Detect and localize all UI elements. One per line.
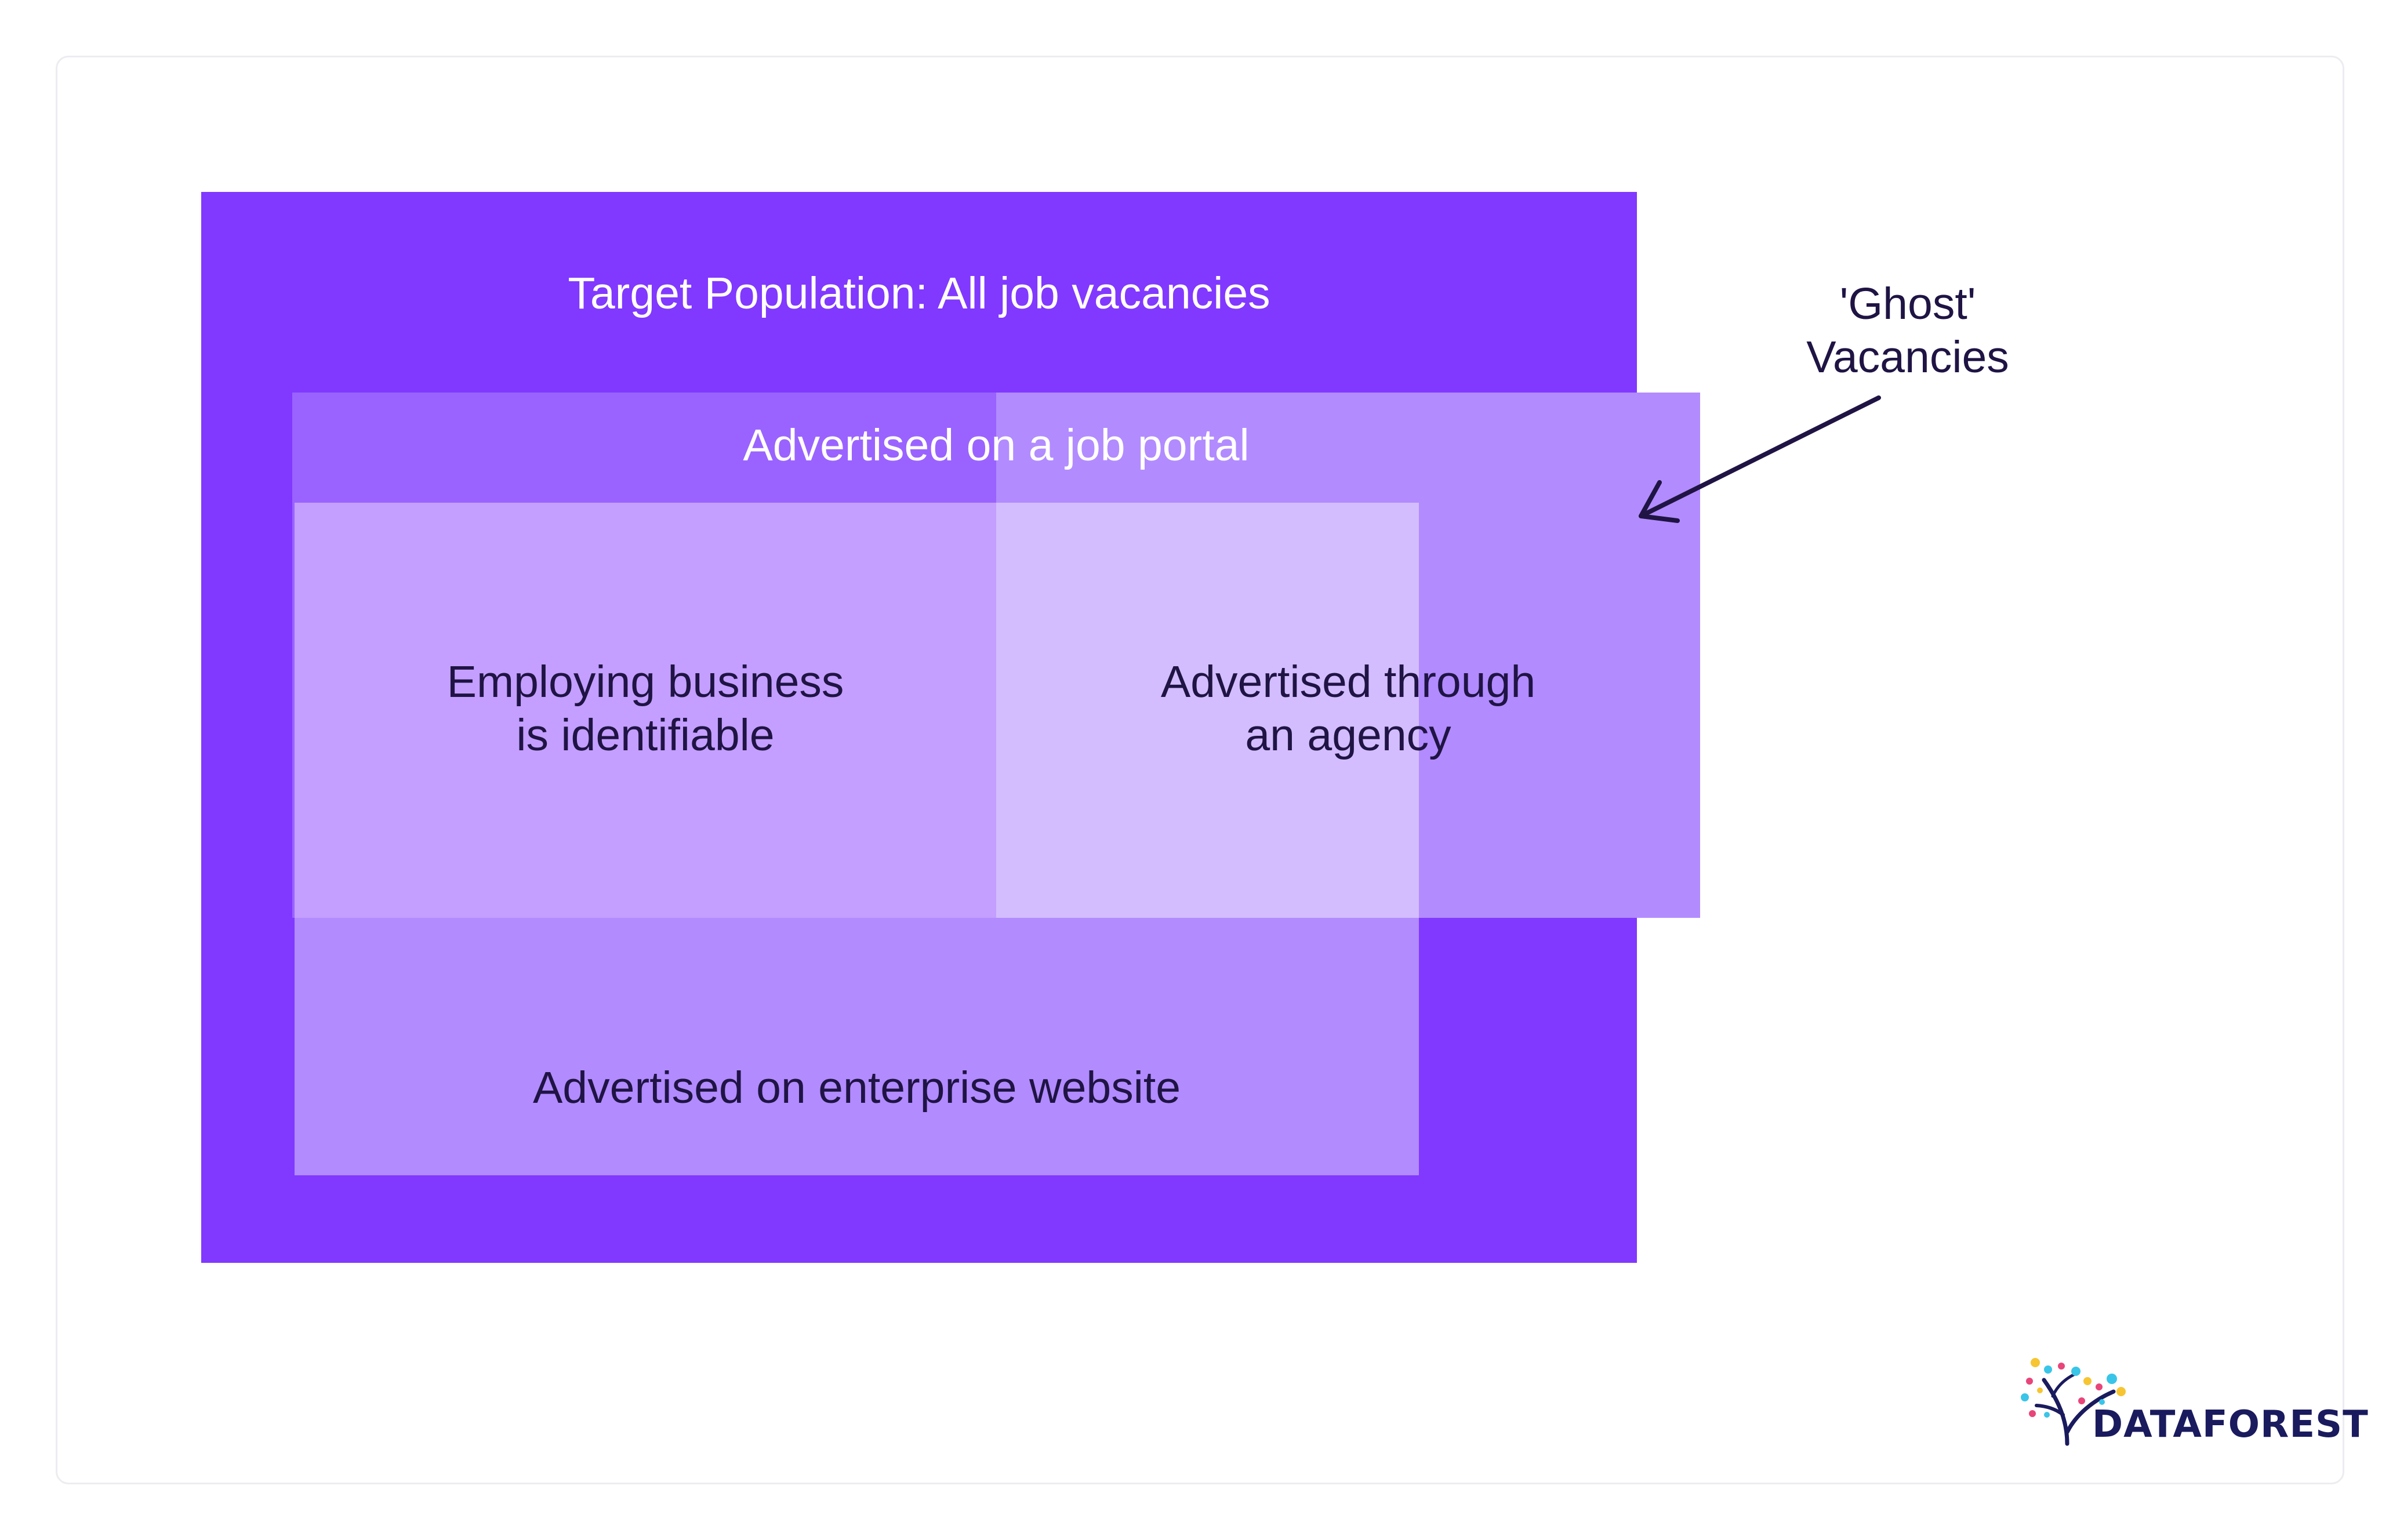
enterprise-website-label: Advertised on enterprise website (532, 1063, 1181, 1113)
agency-label: Advertised through an agency (996, 655, 1700, 762)
logo-wordmark: DATAFOREST (2092, 1403, 2369, 1446)
job-portal-label: Advertised on a job portal (743, 420, 1250, 470)
ghost-line1: 'Ghost' (1839, 279, 1976, 329)
employing-business-box (295, 503, 996, 918)
employing-business-label: Employing business is identifiable (295, 655, 996, 762)
agency-line1: Advertised through (1160, 657, 1536, 707)
ghost-vacancies-label: 'Ghost' Vacancies (1740, 277, 2076, 384)
employing-business-line1: Employing business (446, 657, 844, 707)
ghost-line2: Vacancies (1806, 332, 2009, 383)
tree-logo-icon (2021, 1358, 2126, 1446)
agency-box (996, 503, 1419, 918)
agency-line2: an agency (1245, 710, 1451, 761)
employing-business-line2: is identifiable (516, 710, 775, 761)
target-population-label: Target Population: All job vacancies (568, 268, 1270, 318)
